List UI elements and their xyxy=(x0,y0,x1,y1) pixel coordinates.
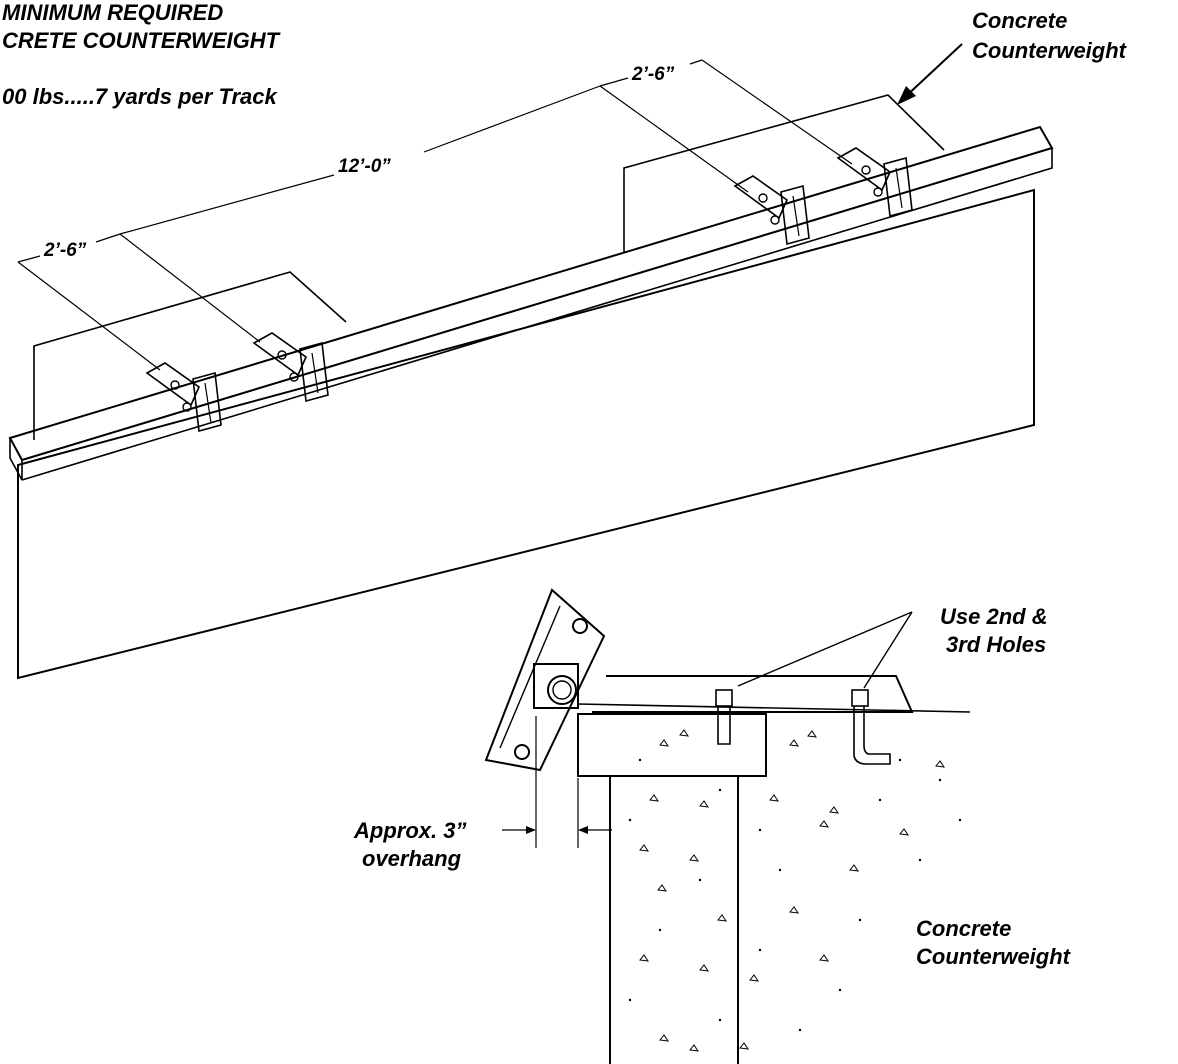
track-section xyxy=(592,675,914,713)
dimension-label-12-0: 12’-0” xyxy=(338,156,391,177)
plate-hole-top xyxy=(572,618,588,634)
concrete-column xyxy=(609,776,739,1064)
anchor-bolt-3rd-hole xyxy=(851,689,891,765)
concrete-cap xyxy=(577,713,767,777)
extension-line-1 xyxy=(17,261,161,371)
counterweight-block-left xyxy=(33,271,347,440)
dimension-label-right-2-6: 2’-6” xyxy=(631,64,675,85)
label-use-holes-1: Use 2nd & xyxy=(940,604,1048,629)
label-concrete-counterweight-bottom: Concrete xyxy=(916,916,1011,941)
extension-line-4 xyxy=(701,59,853,165)
label-use-holes-2: 3rd Holes xyxy=(946,632,1046,657)
title-line-2: CRETE COUNTERWEIGHT xyxy=(2,28,281,53)
counterweight-panel xyxy=(17,188,1035,680)
clamp-bolt-icon xyxy=(547,675,577,705)
mounting-plate xyxy=(484,588,606,772)
concrete-dots xyxy=(628,758,962,1032)
label-concrete-counterweight-top-2: Counterweight xyxy=(972,38,1128,63)
label-overhang-1: Approx. 3” xyxy=(353,818,466,843)
counterweight-block-right xyxy=(623,94,945,252)
clamp-bracket-2 xyxy=(252,332,329,403)
title-line-3: 00 lbs.....7 yards per Track xyxy=(2,84,279,109)
title-line-1: MINIMUM REQUIRED xyxy=(2,0,223,25)
dimension-line-12ft xyxy=(119,85,601,235)
plate-hole-bottom xyxy=(514,744,530,760)
track-beam xyxy=(8,125,1054,481)
extension-line-2 xyxy=(119,233,261,343)
section-detail xyxy=(484,588,971,1064)
dimension-label-left-2-6: 2’-6” xyxy=(43,240,87,261)
extension-line-3 xyxy=(599,85,749,193)
arrow-concrete-counterweight xyxy=(903,43,963,99)
clamp-bracket-4 xyxy=(836,147,913,218)
leader-line-2nd-hole xyxy=(737,611,913,687)
dimension-line-left xyxy=(17,233,121,263)
isometric-view xyxy=(8,43,1054,680)
concrete-aggregate xyxy=(639,729,946,1052)
label-concrete-counterweight-top: Concrete xyxy=(972,8,1067,33)
clamp-bracket-3 xyxy=(733,175,810,246)
label-concrete-counterweight-bottom-2: Counterweight xyxy=(916,944,1072,969)
clamp-bracket-1 xyxy=(145,362,222,433)
dimension-line-right xyxy=(599,59,703,87)
leader-line-3rd-hole xyxy=(863,611,913,689)
clamp-block xyxy=(533,663,579,709)
arrow-head xyxy=(897,86,916,105)
anchor-bolt-2nd-hole xyxy=(715,689,733,745)
label-overhang-2: overhang xyxy=(362,846,462,871)
